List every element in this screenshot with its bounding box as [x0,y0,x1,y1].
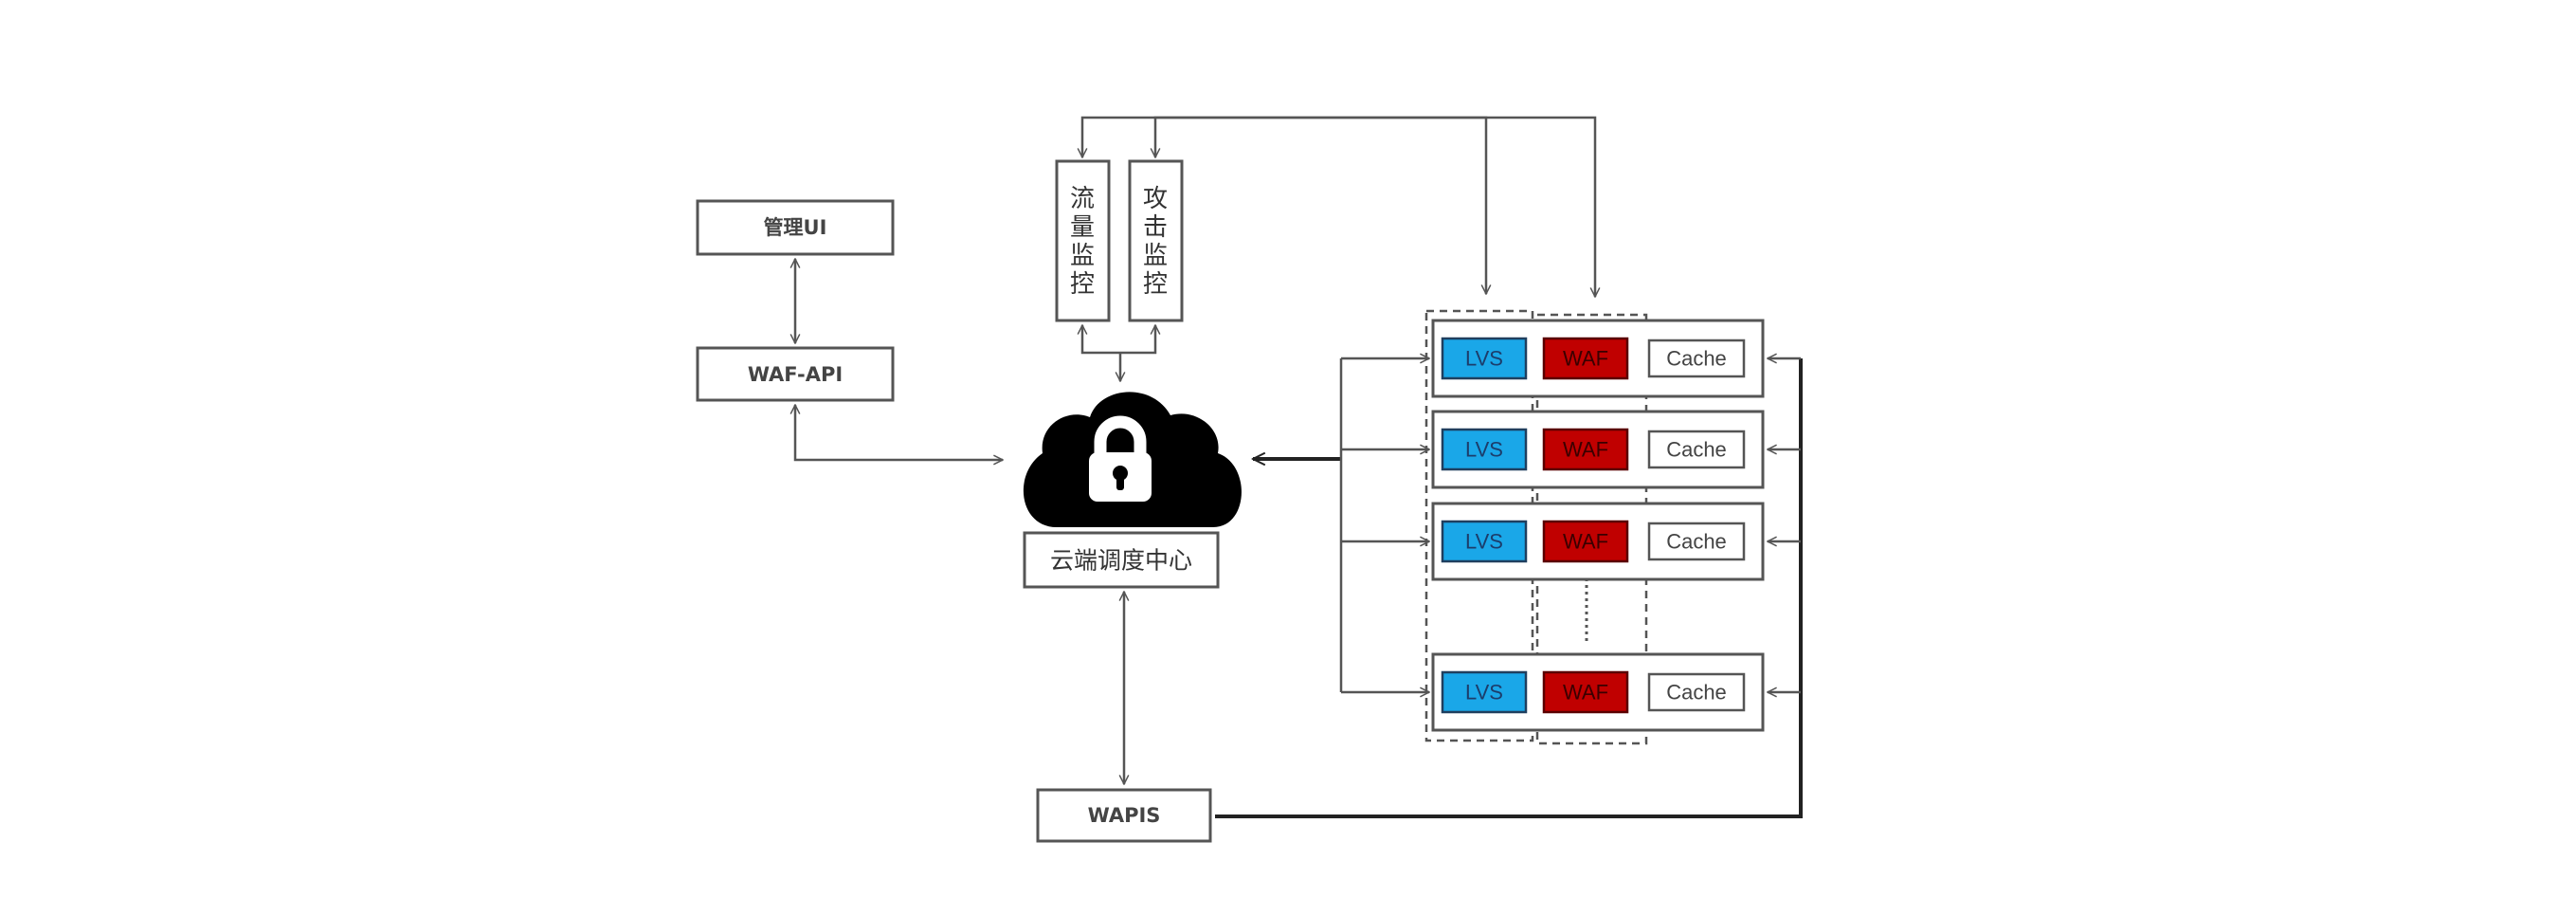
cloud-lock-icon [1023,392,1242,527]
waf-label: WAF [1563,438,1608,462]
cloud-center-label-box [1023,531,1220,589]
wapis-box [1036,788,1212,843]
traffic-monitor-char: 流 [1070,185,1095,213]
wapis-node: WAPIS [1036,788,1212,843]
cache-label: Cache [1666,681,1727,705]
waf-label: WAF [1563,347,1608,371]
lvs-group-monitor-connector [1155,116,1486,294]
lvs-box [1441,670,1528,714]
cloud-scheduling-center: 云端调度中心 [1023,392,1242,589]
attack-monitor-node: 攻 击 监 控 [1128,159,1184,322]
attack-monitor-char: 控 [1143,270,1168,299]
waf-box [1542,520,1629,563]
cache-box [1647,672,1746,712]
wapis-label: WAPIS [1088,804,1161,827]
cache-box [1647,430,1746,469]
management-ui-node: 管理UI [696,199,895,256]
management-ui-label: 管理UI [764,216,827,239]
node-row: LVS WAF Cache [1341,652,1801,732]
attack-monitor-char: 击 [1143,213,1168,242]
node-row: LVS WAF Cache [1341,410,1801,489]
attack-monitor-char: 监 [1143,242,1168,270]
traffic-monitor-node: 流 量 监 控 [1055,159,1111,322]
lvs-label: LVS [1465,347,1503,371]
waf-label: WAF [1563,681,1608,705]
api-cloud-connector [795,405,1003,460]
waf-box [1542,428,1629,471]
management-ui-box [696,199,895,256]
monitors-bottom-connector [1082,325,1155,355]
lvs-label: LVS [1465,530,1503,554]
waf-api-box [696,346,895,402]
waf-box [1542,670,1629,714]
traffic-monitor-char: 监 [1070,242,1095,270]
node-row: LVS WAF Cache [1341,319,1801,398]
lvs-box [1441,520,1528,563]
cache-label: Cache [1666,438,1727,462]
traffic-monitor-char: 控 [1070,270,1095,299]
lvs-box [1441,337,1528,380]
cloud-center-label: 云端调度中心 [1050,547,1192,575]
cache-label: Cache [1666,347,1727,371]
attack-monitor-char: 攻 [1143,185,1168,213]
node-row: LVS WAF Cache [1341,502,1801,581]
waf-api-label: WAF-API [748,363,843,386]
waf-box [1542,337,1629,380]
cache-box [1647,522,1746,561]
traffic-monitor-char: 量 [1070,213,1095,242]
waf-api-node: WAF-API [696,346,895,402]
waf-label: WAF [1563,530,1608,554]
lvs-label: LVS [1465,438,1503,462]
lock-shackle [1094,415,1147,453]
lvs-label: LVS [1465,681,1503,705]
cache-box [1647,339,1746,378]
lock-keyhole-slot [1116,473,1124,490]
lvs-box [1441,428,1528,471]
wapis-bus-connector [1215,358,1803,818]
cache-label: Cache [1666,530,1727,554]
